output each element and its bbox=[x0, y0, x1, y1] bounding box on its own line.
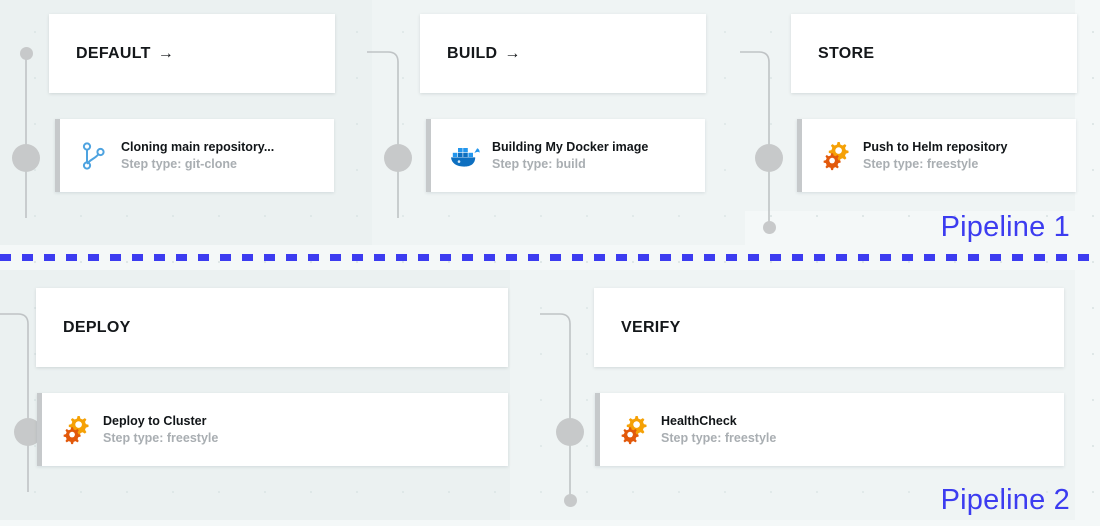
step-type: Step type: freestyle bbox=[661, 430, 777, 445]
stage-title-default: DEFAULT → bbox=[76, 45, 174, 63]
stage-title-store: STORE bbox=[818, 45, 881, 63]
pipeline-1-section: DEFAULT → Cloning main repository... Step… bbox=[0, 0, 1100, 258]
step-type: Step type: freestyle bbox=[103, 430, 219, 445]
stage-arrow-icon-default: → bbox=[157, 44, 174, 62]
step-card-healthcheck[interactable]: HealthCheck Step type: freestyle bbox=[595, 393, 1064, 466]
pipeline-1-label: Pipeline 1 bbox=[940, 211, 1070, 243]
pipeline-2-label: Pipeline 2 bbox=[940, 484, 1070, 516]
step-name: Building My Docker image bbox=[492, 139, 649, 154]
gears-icon bbox=[59, 413, 93, 447]
connector-node-start-default bbox=[20, 47, 33, 60]
step-card-cloning-main-repository[interactable]: Cloning main repository... Step type: gi… bbox=[55, 119, 334, 192]
stage-name-store: STORE bbox=[818, 44, 875, 62]
step-accent-bar bbox=[797, 119, 802, 192]
connector-node-step-build bbox=[384, 144, 412, 172]
step-text-block: Cloning main repository... Step type: gi… bbox=[121, 139, 274, 173]
step-accent-bar bbox=[55, 119, 60, 192]
step-name: Deploy to Cluster bbox=[103, 413, 207, 428]
step-type: Step type: git-clone bbox=[121, 156, 237, 171]
stage-name-verify: VERIFY bbox=[621, 318, 681, 336]
step-accent-bar bbox=[37, 393, 42, 466]
stage-name-build: BUILD bbox=[447, 44, 498, 62]
step-text-block: Building My Docker image Step type: buil… bbox=[492, 139, 648, 173]
step-type: Step type: freestyle bbox=[863, 156, 979, 171]
step-card-deploy-to-cluster[interactable]: Deploy to Cluster Step type: freestyle bbox=[37, 393, 508, 466]
step-accent-bar bbox=[426, 119, 431, 192]
connector-node-step-verify bbox=[556, 418, 584, 446]
stage-name-default: DEFAULT bbox=[76, 44, 151, 62]
stage-card-build[interactable]: BUILD → bbox=[420, 14, 706, 93]
step-card-push-to-helm-repository[interactable]: Push to Helm repository Step type: frees… bbox=[797, 119, 1076, 192]
step-card-building-my-docker-image[interactable]: Building My Docker image Step type: buil… bbox=[426, 119, 705, 192]
step-type: Step type: build bbox=[492, 156, 586, 171]
step-name: HealthCheck bbox=[661, 413, 737, 428]
step-accent-bar bbox=[595, 393, 600, 466]
git-branch-icon bbox=[77, 139, 111, 173]
stage-card-deploy[interactable]: DEPLOY bbox=[36, 288, 508, 367]
step-text-block: HealthCheck Step type: freestyle bbox=[661, 413, 776, 447]
stage-card-store[interactable]: STORE bbox=[791, 14, 1077, 93]
pipeline-divider-dashed bbox=[0, 254, 1100, 261]
stage-card-default[interactable]: DEFAULT → bbox=[49, 14, 335, 93]
stage-title-build: BUILD → bbox=[447, 45, 521, 63]
gears-icon bbox=[819, 139, 853, 173]
connector-node-step-store bbox=[755, 144, 783, 172]
stage-name-deploy: DEPLOY bbox=[63, 318, 131, 336]
step-name: Push to Helm repository bbox=[863, 139, 1008, 154]
pipeline-2-section: DEPLOY Deploy to Cluster Step bbox=[0, 262, 1100, 526]
gears-icon bbox=[617, 413, 651, 447]
connector-node-step-default bbox=[12, 144, 40, 172]
connector-node-end-store bbox=[763, 221, 776, 234]
stage-card-verify[interactable]: VERIFY bbox=[594, 288, 1064, 367]
step-name: Cloning main repository... bbox=[121, 139, 275, 154]
stage-arrow-icon-build: → bbox=[504, 44, 521, 62]
connector-node-end-verify bbox=[564, 494, 577, 507]
docker-whale-icon bbox=[448, 139, 482, 173]
step-text-block: Deploy to Cluster Step type: freestyle bbox=[103, 413, 218, 447]
stage-title-deploy: DEPLOY bbox=[63, 319, 138, 337]
stage-title-verify: VERIFY bbox=[621, 319, 688, 337]
step-text-block: Push to Helm repository Step type: frees… bbox=[863, 139, 1007, 173]
